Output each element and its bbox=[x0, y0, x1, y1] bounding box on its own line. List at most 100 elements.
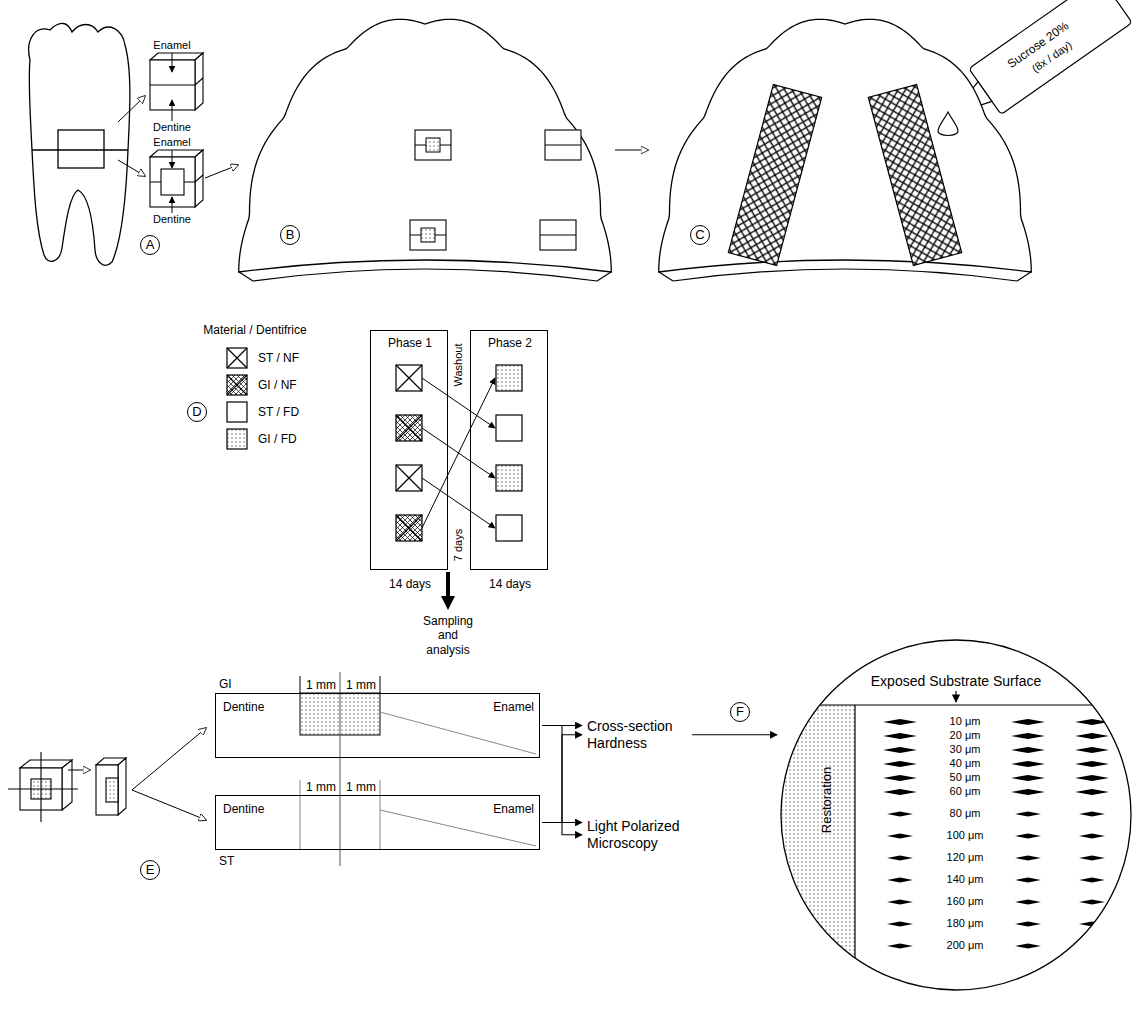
magnifier-circle bbox=[781, 640, 1131, 990]
indentation-mark bbox=[887, 900, 913, 905]
indentation-mark bbox=[1075, 761, 1109, 767]
restoration-band: Restoration bbox=[800, 705, 855, 945]
indentation-mark bbox=[1079, 900, 1105, 905]
panel-letter: C bbox=[690, 225, 710, 245]
node-text: 1 mm bbox=[346, 780, 376, 794]
specimen-block bbox=[150, 53, 203, 207]
indentation-mark bbox=[1015, 856, 1041, 861]
specimen-in-palate bbox=[426, 138, 440, 152]
indentation-mark bbox=[1079, 878, 1105, 883]
section-block bbox=[8, 752, 126, 822]
legend-swatch bbox=[227, 429, 247, 449]
panel-letter: F bbox=[730, 702, 750, 722]
palate-outline bbox=[659, 269, 1031, 281]
specimen-in-palate bbox=[540, 235, 576, 236]
surface-arrow bbox=[955, 691, 956, 702]
indentation-mark bbox=[883, 747, 917, 753]
phase-sample bbox=[396, 365, 422, 391]
legend-row: ST / FD bbox=[226, 398, 299, 425]
node-text: Light Polarized Microscopy bbox=[587, 818, 688, 852]
indentation-mark bbox=[1075, 747, 1109, 753]
node-text: Restoration bbox=[819, 767, 835, 833]
connector-arrow bbox=[542, 726, 582, 835]
indentation-mark bbox=[1075, 775, 1109, 781]
node-text: Phase 2 bbox=[488, 336, 532, 350]
section-block bbox=[62, 760, 72, 810]
indentation-mark bbox=[887, 834, 913, 839]
indentation-mark bbox=[1075, 733, 1109, 739]
sucrose-drop bbox=[938, 112, 958, 136]
label-arrow bbox=[172, 100, 173, 121]
phase-sample bbox=[496, 415, 522, 441]
depth-label: 180 μm bbox=[946, 917, 985, 930]
legend-swatch bbox=[227, 375, 247, 395]
connector-arrow bbox=[692, 734, 777, 735]
indentation-mark bbox=[1011, 747, 1045, 753]
legend-row: GI / FD bbox=[226, 425, 299, 452]
legend-swatch bbox=[226, 347, 248, 369]
legend-swatch bbox=[227, 348, 247, 368]
indentation-mark bbox=[1015, 944, 1041, 949]
mesh-cover bbox=[728, 84, 821, 265]
specimen-in-palate bbox=[410, 220, 446, 250]
tooth-outline bbox=[29, 23, 130, 265]
panel-arrow bbox=[118, 96, 145, 122]
specimen-in-palate bbox=[421, 228, 435, 242]
annotation-label: Dentine bbox=[153, 213, 191, 226]
phase-sample bbox=[396, 515, 422, 541]
node-text: ST bbox=[219, 854, 234, 868]
indentation-mark bbox=[1015, 922, 1041, 927]
mesh-cover bbox=[868, 84, 961, 265]
legend-swatch bbox=[227, 375, 247, 395]
legend-swatch bbox=[227, 402, 247, 422]
depth-label: 100 μm bbox=[946, 829, 985, 842]
panel-arrow bbox=[132, 790, 206, 820]
annotation-label: Enamel bbox=[153, 136, 190, 149]
sampling-arrow bbox=[441, 572, 455, 610]
specimen-block bbox=[150, 175, 203, 182]
sucrose-bottle bbox=[969, 0, 1132, 114]
phase-sample bbox=[396, 365, 422, 391]
specimen-block bbox=[150, 53, 203, 60]
depth-label: 30 μm bbox=[949, 743, 982, 756]
section-strip: 1 mm1 mmDentineEnamelST bbox=[215, 795, 540, 850]
section-block bbox=[96, 765, 118, 815]
section-block bbox=[8, 752, 78, 822]
indentation-mark bbox=[1011, 761, 1045, 767]
specimen-in-palate bbox=[545, 130, 581, 160]
indentation-mark bbox=[883, 789, 917, 795]
indentation-mark bbox=[883, 733, 917, 739]
panel-arrow bbox=[68, 728, 206, 820]
node-text: 1 mm bbox=[346, 678, 376, 692]
indentation-mark bbox=[883, 719, 1109, 949]
panel-arrow bbox=[132, 728, 206, 790]
indentation-mark bbox=[1079, 834, 1105, 839]
indentation-mark bbox=[1011, 789, 1045, 795]
phase-sample bbox=[496, 465, 522, 491]
analysis-text: Light Polarized Microscopy bbox=[585, 816, 690, 854]
phase-box: Phase 214 days bbox=[470, 330, 548, 570]
phase-sample bbox=[396, 515, 422, 541]
specimen-in-palate bbox=[545, 145, 581, 146]
strip-detail bbox=[380, 712, 536, 754]
indentation-mark bbox=[1015, 900, 1041, 905]
node-text: 14 days bbox=[489, 577, 531, 591]
section-strip: GI1 mm1 mmDentineEnamel bbox=[215, 693, 540, 758]
node-text: 14 days bbox=[389, 577, 431, 591]
node-text: 1 mm bbox=[306, 780, 336, 794]
indentation-mark bbox=[883, 775, 917, 781]
label-arrow bbox=[172, 53, 173, 72]
panel-letter: D bbox=[187, 402, 207, 422]
legend-text: ST / FD bbox=[258, 405, 299, 419]
indentation-mark bbox=[887, 856, 913, 861]
indentation-mark bbox=[1011, 775, 1045, 781]
panel-arrow bbox=[205, 165, 238, 178]
phase-sample bbox=[396, 465, 422, 491]
tooth-outline bbox=[58, 130, 104, 168]
phase-sample bbox=[496, 465, 522, 491]
indentation-mark bbox=[1015, 878, 1041, 883]
phase-sample bbox=[396, 415, 422, 441]
specimen-block bbox=[150, 78, 203, 85]
